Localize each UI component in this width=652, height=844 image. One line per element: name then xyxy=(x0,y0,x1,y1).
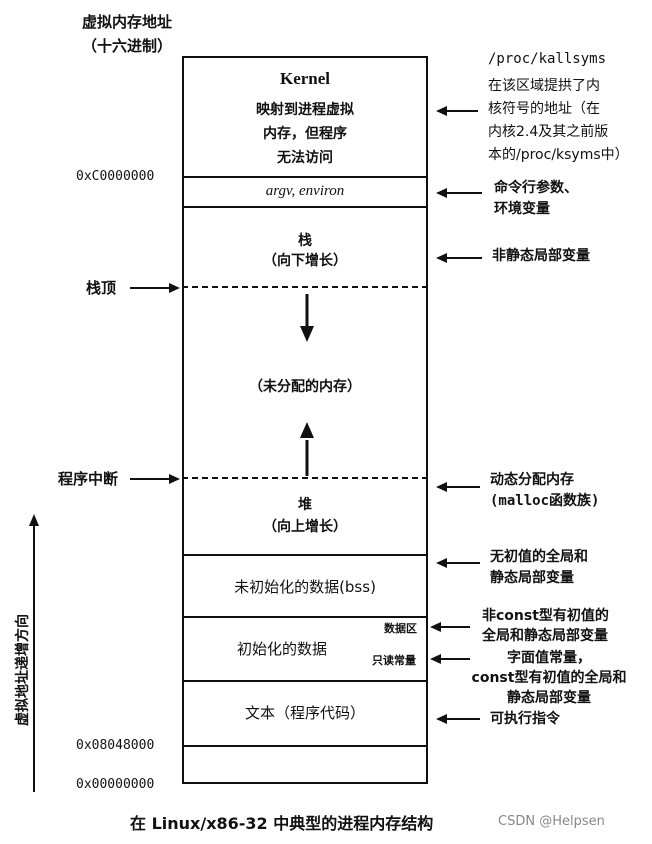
stack-top-label: 栈顶 xyxy=(86,279,117,297)
unallocated-memory-label: （未分配的内存） xyxy=(249,379,361,395)
kernel-description: 映射到进程虚拟 内存，但程序 无法访问 xyxy=(182,98,428,170)
bss-label: 未初始化的数据(bss) xyxy=(234,578,376,596)
literals-line3: 静态局部变量 xyxy=(507,690,591,706)
kallsyms-line4: 本的/proc/ksyms中） xyxy=(488,147,629,163)
uninit-globals-arrow-icon xyxy=(436,558,480,568)
program-break-dashed-line xyxy=(182,477,428,479)
watermark: CSDN @Helpsen xyxy=(498,814,605,829)
dynamic-line2: (malloc函数族) xyxy=(490,493,600,509)
figure-caption: 在 Linux/x86-32 中典型的进程内存结构 xyxy=(130,814,434,833)
axis-header: 虚拟内存地址 （十六进制） xyxy=(62,10,192,58)
dynamic-alloc-note: 动态分配内存 (malloc函数族) xyxy=(490,470,599,512)
cmdline-line2: 环境变量 xyxy=(494,201,550,217)
divider-text xyxy=(182,745,428,747)
growth-arrows xyxy=(300,294,314,476)
heap-subtitle: （向上增长） xyxy=(263,519,347,535)
stack-title: 栈 xyxy=(298,233,312,249)
init-line1: 非const型有初值的 xyxy=(482,608,609,624)
literals-arrow-icon xyxy=(430,654,470,664)
uninit-line1: 无初值的全局和 xyxy=(490,549,588,565)
kernel-desc-line3: 无法访问 xyxy=(277,150,333,166)
executable-note: 可执行指令 xyxy=(490,711,560,727)
kernel-title: Kernel xyxy=(279,69,331,88)
readonly-const-tag: 只读常量 xyxy=(372,654,416,667)
stack-subtitle: （向下增长） xyxy=(263,253,347,269)
initialized-data-label: 初始化的数据 xyxy=(236,640,327,658)
data-area-tag: 数据区 xyxy=(384,622,417,635)
argv-environ-label: argv, environ xyxy=(265,183,345,199)
program-break-label: 程序中断 xyxy=(58,470,119,488)
divider-data xyxy=(182,680,428,682)
kernel-desc-line2: 内存，但程序 xyxy=(263,126,347,142)
kernel-desc-line1: 映射到进程虚拟 xyxy=(256,102,354,118)
text-segment-label: 文本（程序代码） xyxy=(244,704,365,722)
axis-header-line2: （十六进制） xyxy=(81,37,172,55)
init-line2: 全局和静态局部变量 xyxy=(482,628,608,644)
uninit-line2: 静态局部变量 xyxy=(490,570,574,586)
stack-down-arrow-icon xyxy=(300,326,314,342)
growth-axis-label: 虚拟地址递增方向 xyxy=(15,614,31,726)
axis-header-line1: 虚拟内存地址 xyxy=(81,13,172,31)
divider-argv xyxy=(182,206,428,208)
kallsyms-line1: 在该区域提拱了内 xyxy=(488,78,600,94)
stack-top-arrow-icon xyxy=(130,283,180,293)
local-vars-note: 非静态局部变量 xyxy=(492,248,590,264)
address-zero: 0x00000000 xyxy=(76,777,155,792)
heap-up-arrow-icon xyxy=(300,422,314,438)
address-text-start: 0x08048000 xyxy=(76,738,155,753)
address-growth-axis xyxy=(29,514,39,792)
address-kernel-start: 0xC0000000 xyxy=(76,169,155,184)
init-globals-arrow-icon xyxy=(430,622,470,632)
kallsyms-arrow-icon xyxy=(436,106,478,116)
memory-layout-column xyxy=(182,56,428,784)
dynamic-line1: 动态分配内存 xyxy=(490,472,574,488)
init-globals-note: 非const型有初值的 全局和静态局部变量 xyxy=(482,606,609,646)
heap-title: 堆 xyxy=(298,497,312,513)
program-break-arrow-icon xyxy=(130,474,180,484)
literals-line1: 字面值常量， xyxy=(507,650,591,666)
cmdline-arrow-icon xyxy=(436,188,482,198)
executable-arrow-icon xyxy=(436,714,480,724)
divider-kernel xyxy=(182,176,428,178)
kallsyms-line3: 内核2.4及其之前版 xyxy=(488,124,609,140)
divider-heap xyxy=(182,554,428,556)
literals-line2: const型有初值的全局和 xyxy=(471,670,627,686)
divider-bss xyxy=(182,616,428,618)
uninit-globals-note: 无初值的全局和 静态局部变量 xyxy=(490,547,588,589)
cmdline-note: 命令行参数、 环境变量 xyxy=(494,178,578,220)
kallsyms-note: 在该区域提拱了内 核符号的地址（在 内核2.4及其之前版 本的/proc/ksy… xyxy=(488,75,629,167)
dynamic-alloc-arrow-icon xyxy=(436,482,480,492)
axis-up-arrow-icon xyxy=(29,514,39,526)
kallsyms-path: /proc/kallsyms xyxy=(488,51,607,67)
literals-note: 字面值常量， const型有初值的全局和 静态局部变量 xyxy=(446,648,652,708)
kallsyms-line2: 核符号的地址（在 xyxy=(488,101,600,117)
local-vars-arrow-icon xyxy=(436,253,482,263)
cmdline-line1: 命令行参数、 xyxy=(494,180,578,196)
stack-top-dashed-line xyxy=(182,286,428,288)
